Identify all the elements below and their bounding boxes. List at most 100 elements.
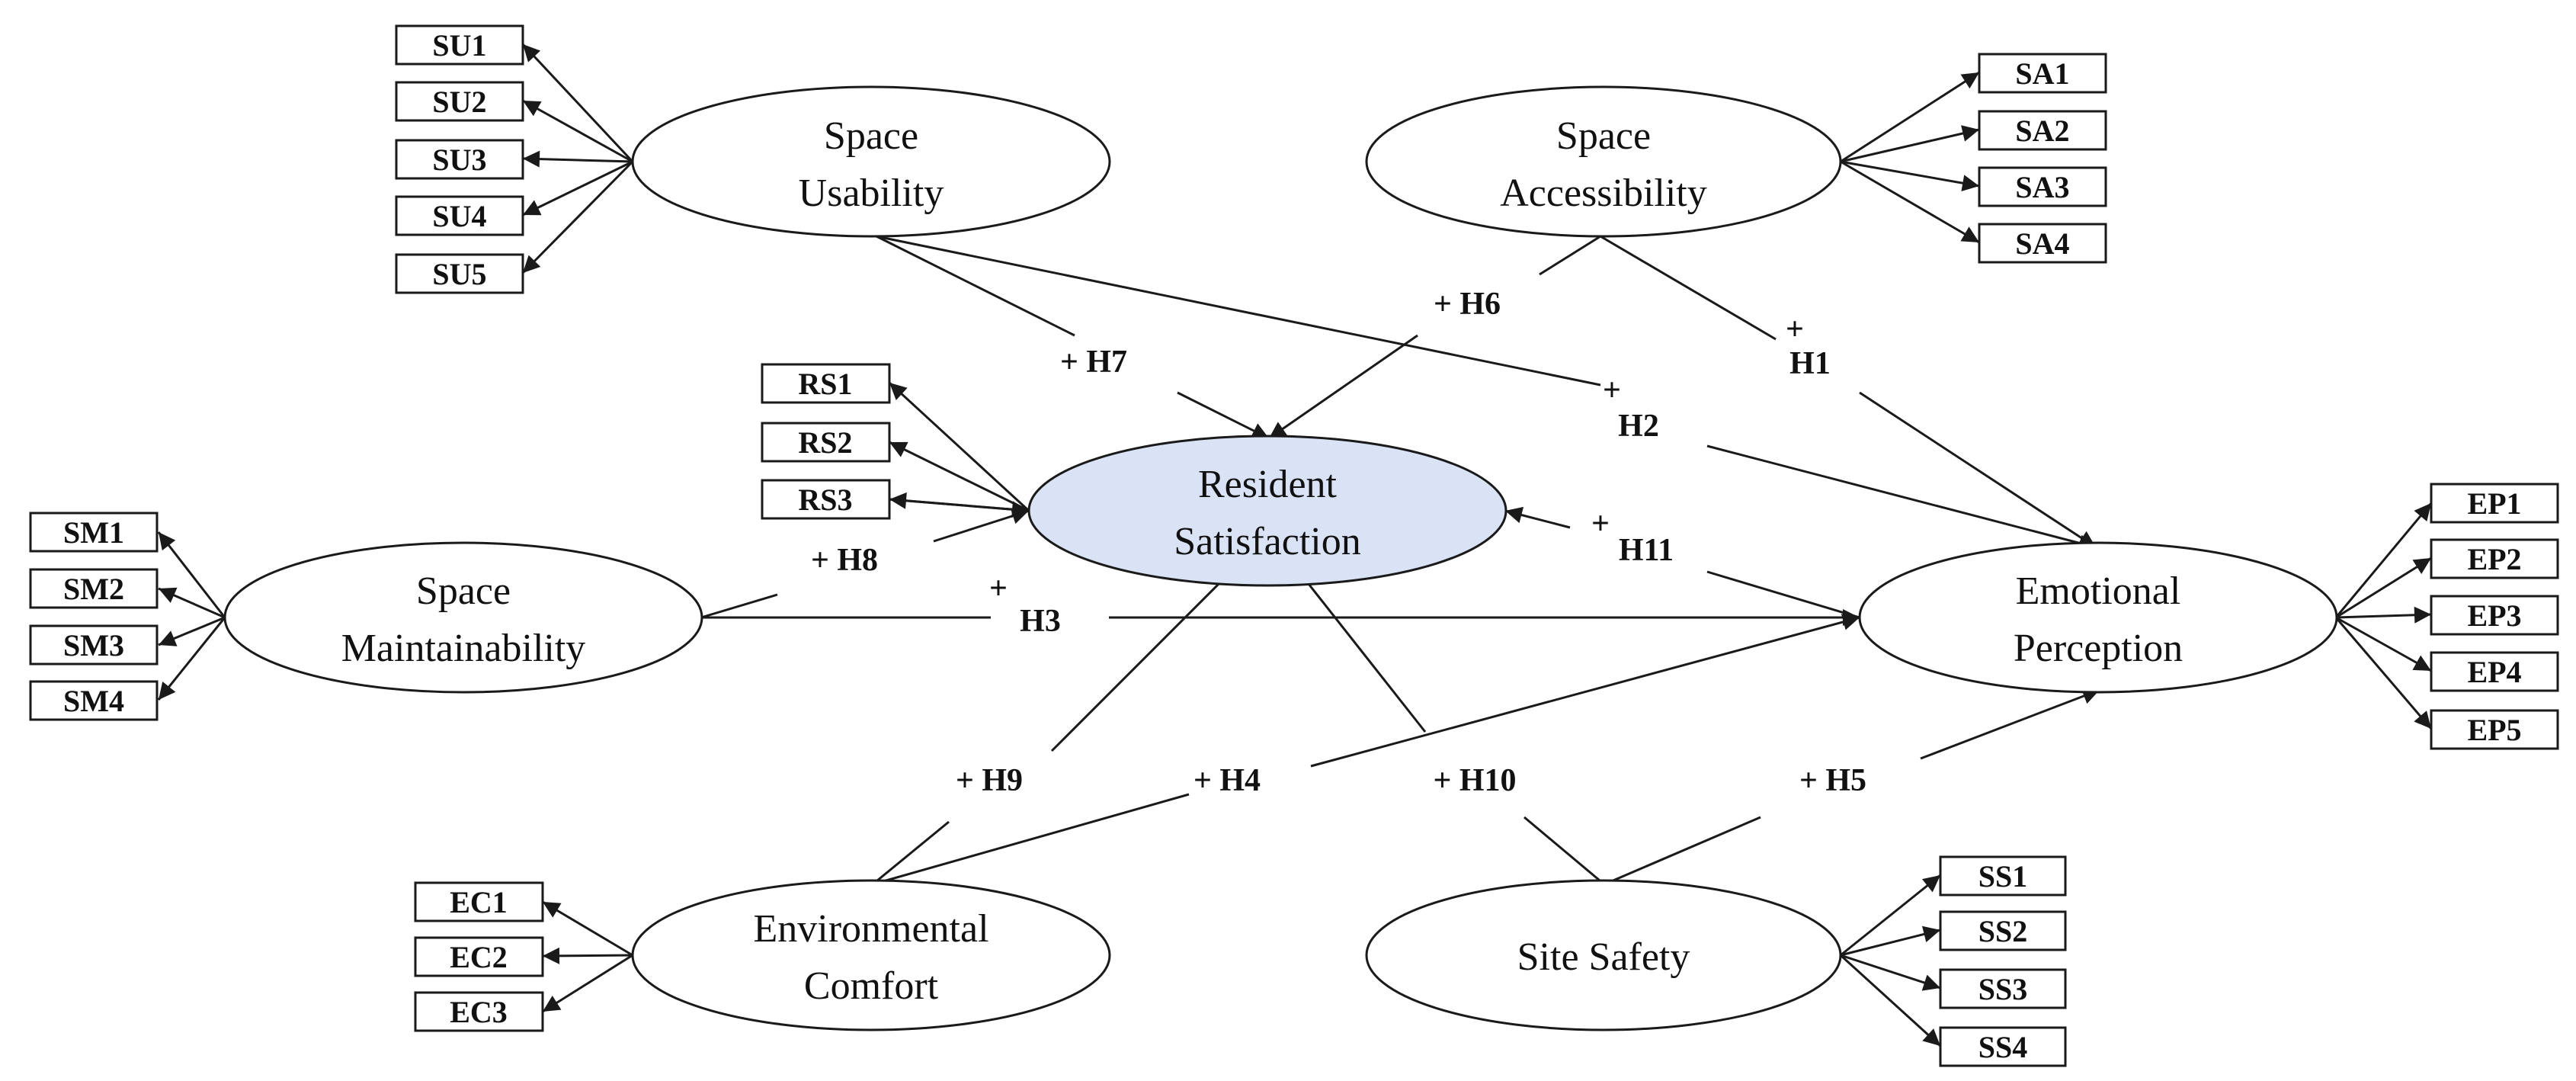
indicator-label-ec2: EC2: [450, 940, 508, 974]
indicator-label-ep2: EP2: [2467, 542, 2521, 576]
indicator-box-sa3: [1978, 166, 2107, 207]
construct-ellipse: [1365, 85, 1842, 238]
construct-label-line1: Space: [1556, 114, 1651, 158]
path-h11-a: [1706, 570, 1860, 619]
path-h6-a: [1539, 235, 1601, 276]
indicator-label-ss3: SS3: [1978, 972, 2028, 1006]
path-h8-b: [933, 508, 1030, 543]
construct-ellipse-focal: [1027, 435, 1507, 587]
indicator-label-rs1: RS1: [798, 367, 852, 401]
construct-ellipse: [631, 879, 1111, 1031]
construct-label-line1: Site Safety: [1517, 935, 1690, 979]
indicator-box-su3: [395, 139, 524, 180]
indicator-box-sa2: [1978, 110, 2107, 151]
construct-label-line1: Emotional: [2016, 569, 2181, 613]
arrow-rs2: [889, 441, 1030, 512]
indicator-label-sa1: SA1: [2015, 56, 2069, 91]
path-h4-a: [872, 793, 1190, 886]
indicator-label-su3: SU3: [432, 143, 486, 177]
indicator-box-sm1: [29, 512, 159, 553]
arrow-ss2: [1840, 925, 1941, 957]
arrow-ec1: [542, 900, 633, 957]
hypothesis-labels: + H1 + H2 + H3 + H11 + H6 + H7 + H8 + H9…: [811, 287, 1866, 798]
path-h11-b: [1504, 506, 1571, 529]
indicator-box-ss2: [1939, 910, 2067, 951]
construct-ellipse: [1858, 541, 2338, 694]
indicator-box-su4: [395, 195, 524, 236]
arrow-ss4: [1839, 954, 1942, 1047]
indicator-label-ep1: EP1: [2467, 486, 2521, 521]
indicator-labels-su: SU1 SU2 SU3 SU4 SU5: [432, 28, 486, 291]
construct-ellipse: [631, 85, 1111, 238]
indicator-box-sa4: [1978, 223, 2107, 264]
arrow-ep3: [2335, 606, 2432, 624]
arrow-su4: [522, 160, 633, 217]
indicators-rs: [761, 363, 891, 520]
indicator-box-su2: [395, 81, 524, 122]
arrow-sm4: [157, 617, 226, 701]
construct-label-line1: Environmental: [753, 907, 988, 951]
indicator-labels-ep: EP1 EP2 EP3 EP4 EP5: [2467, 486, 2521, 747]
indicator-label-ss4: SS4: [1978, 1030, 2028, 1064]
indicator-box-ep1: [2430, 483, 2559, 524]
indicator-label-su4: SU4: [432, 199, 486, 233]
indicator-box-ss4: [1939, 1026, 2067, 1067]
hyp-h1-sign: +: [1786, 312, 1804, 347]
arrow-su1: [521, 43, 634, 163]
indicator-label-ep4: EP4: [2467, 655, 2521, 689]
construct-label-line2: Maintainability: [341, 627, 586, 670]
indicator-box-ep4: [2430, 651, 2559, 692]
hyp-h3-label: H3: [1020, 604, 1061, 639]
indicator-box-ss3: [1939, 968, 2067, 1009]
arrow-sm3: [158, 616, 226, 646]
indicator-label-ep5: EP5: [2467, 713, 2521, 747]
indicators-su: [395, 24, 524, 294]
arrow-su2: [522, 99, 633, 163]
path-h8-a: [700, 593, 778, 619]
indicator-box-ep5: [2430, 709, 2559, 750]
indicator-label-su5: SU5: [432, 257, 486, 291]
construct-label-line2: Usability: [799, 172, 944, 215]
path-h7-a: [876, 235, 1075, 337]
construct-label-line1: Space: [824, 114, 918, 158]
hyp-h11-sign: +: [1591, 506, 1610, 541]
indicators-ec: [414, 881, 544, 1032]
hyp-h1-label: H1: [1789, 346, 1831, 381]
indicator-label-su1: SU1: [432, 28, 486, 63]
indicator-box-ep2: [2430, 538, 2559, 579]
indicator-label-ss1: SS1: [1978, 859, 2028, 893]
indicator-box-su5: [395, 253, 524, 294]
indicator-label-sm1: SM1: [63, 515, 124, 550]
path-h6-b: [1268, 334, 1418, 440]
indicator-box-rs1: [761, 363, 891, 404]
indicator-box-sm4: [29, 680, 159, 721]
hyp-h2-sign: +: [1603, 373, 1621, 408]
construct-emotional-perception: Emotional Perception: [1858, 541, 2338, 694]
hyp-h4-label: + H4: [1193, 763, 1261, 798]
construct-space-accessibility: Space Accessibility: [1365, 85, 1842, 238]
path-h1-a: [1600, 235, 1777, 341]
construct-space-usability: Space Usability: [631, 85, 1111, 238]
indicator-label-sa3: SA3: [2015, 170, 2069, 204]
construct-label-line2: Accessibility: [1500, 172, 1707, 215]
arrow-rs-back: [889, 498, 1030, 518]
hyp-h9-label: + H9: [956, 763, 1023, 798]
path-h7-b: [1177, 391, 1270, 440]
arrow-ec2: [542, 947, 633, 964]
indicator-box-sm2: [29, 568, 159, 609]
indicator-label-ss2: SS2: [1978, 914, 2028, 948]
hyp-h10-label: + H10: [1433, 763, 1516, 798]
hyp-h5-label: + H5: [1799, 763, 1866, 798]
hyp-h11-label: H11: [1619, 533, 1674, 568]
arrow-su5: [521, 160, 634, 274]
indicator-box-rs3: [761, 479, 891, 520]
indicator-box-ss1: [1939, 855, 2067, 897]
arrow-ss3: [1840, 954, 1941, 991]
path-h2-a: [876, 235, 1601, 387]
arrow-sm2: [158, 587, 226, 619]
hyp-h2-label: H2: [1618, 409, 1659, 444]
construct-label-line1: Resident: [1198, 463, 1338, 506]
indicator-labels-ec: EC1 EC2 EC3: [450, 885, 508, 1029]
construct-space-maintainability: Space Maintainability: [223, 541, 703, 694]
